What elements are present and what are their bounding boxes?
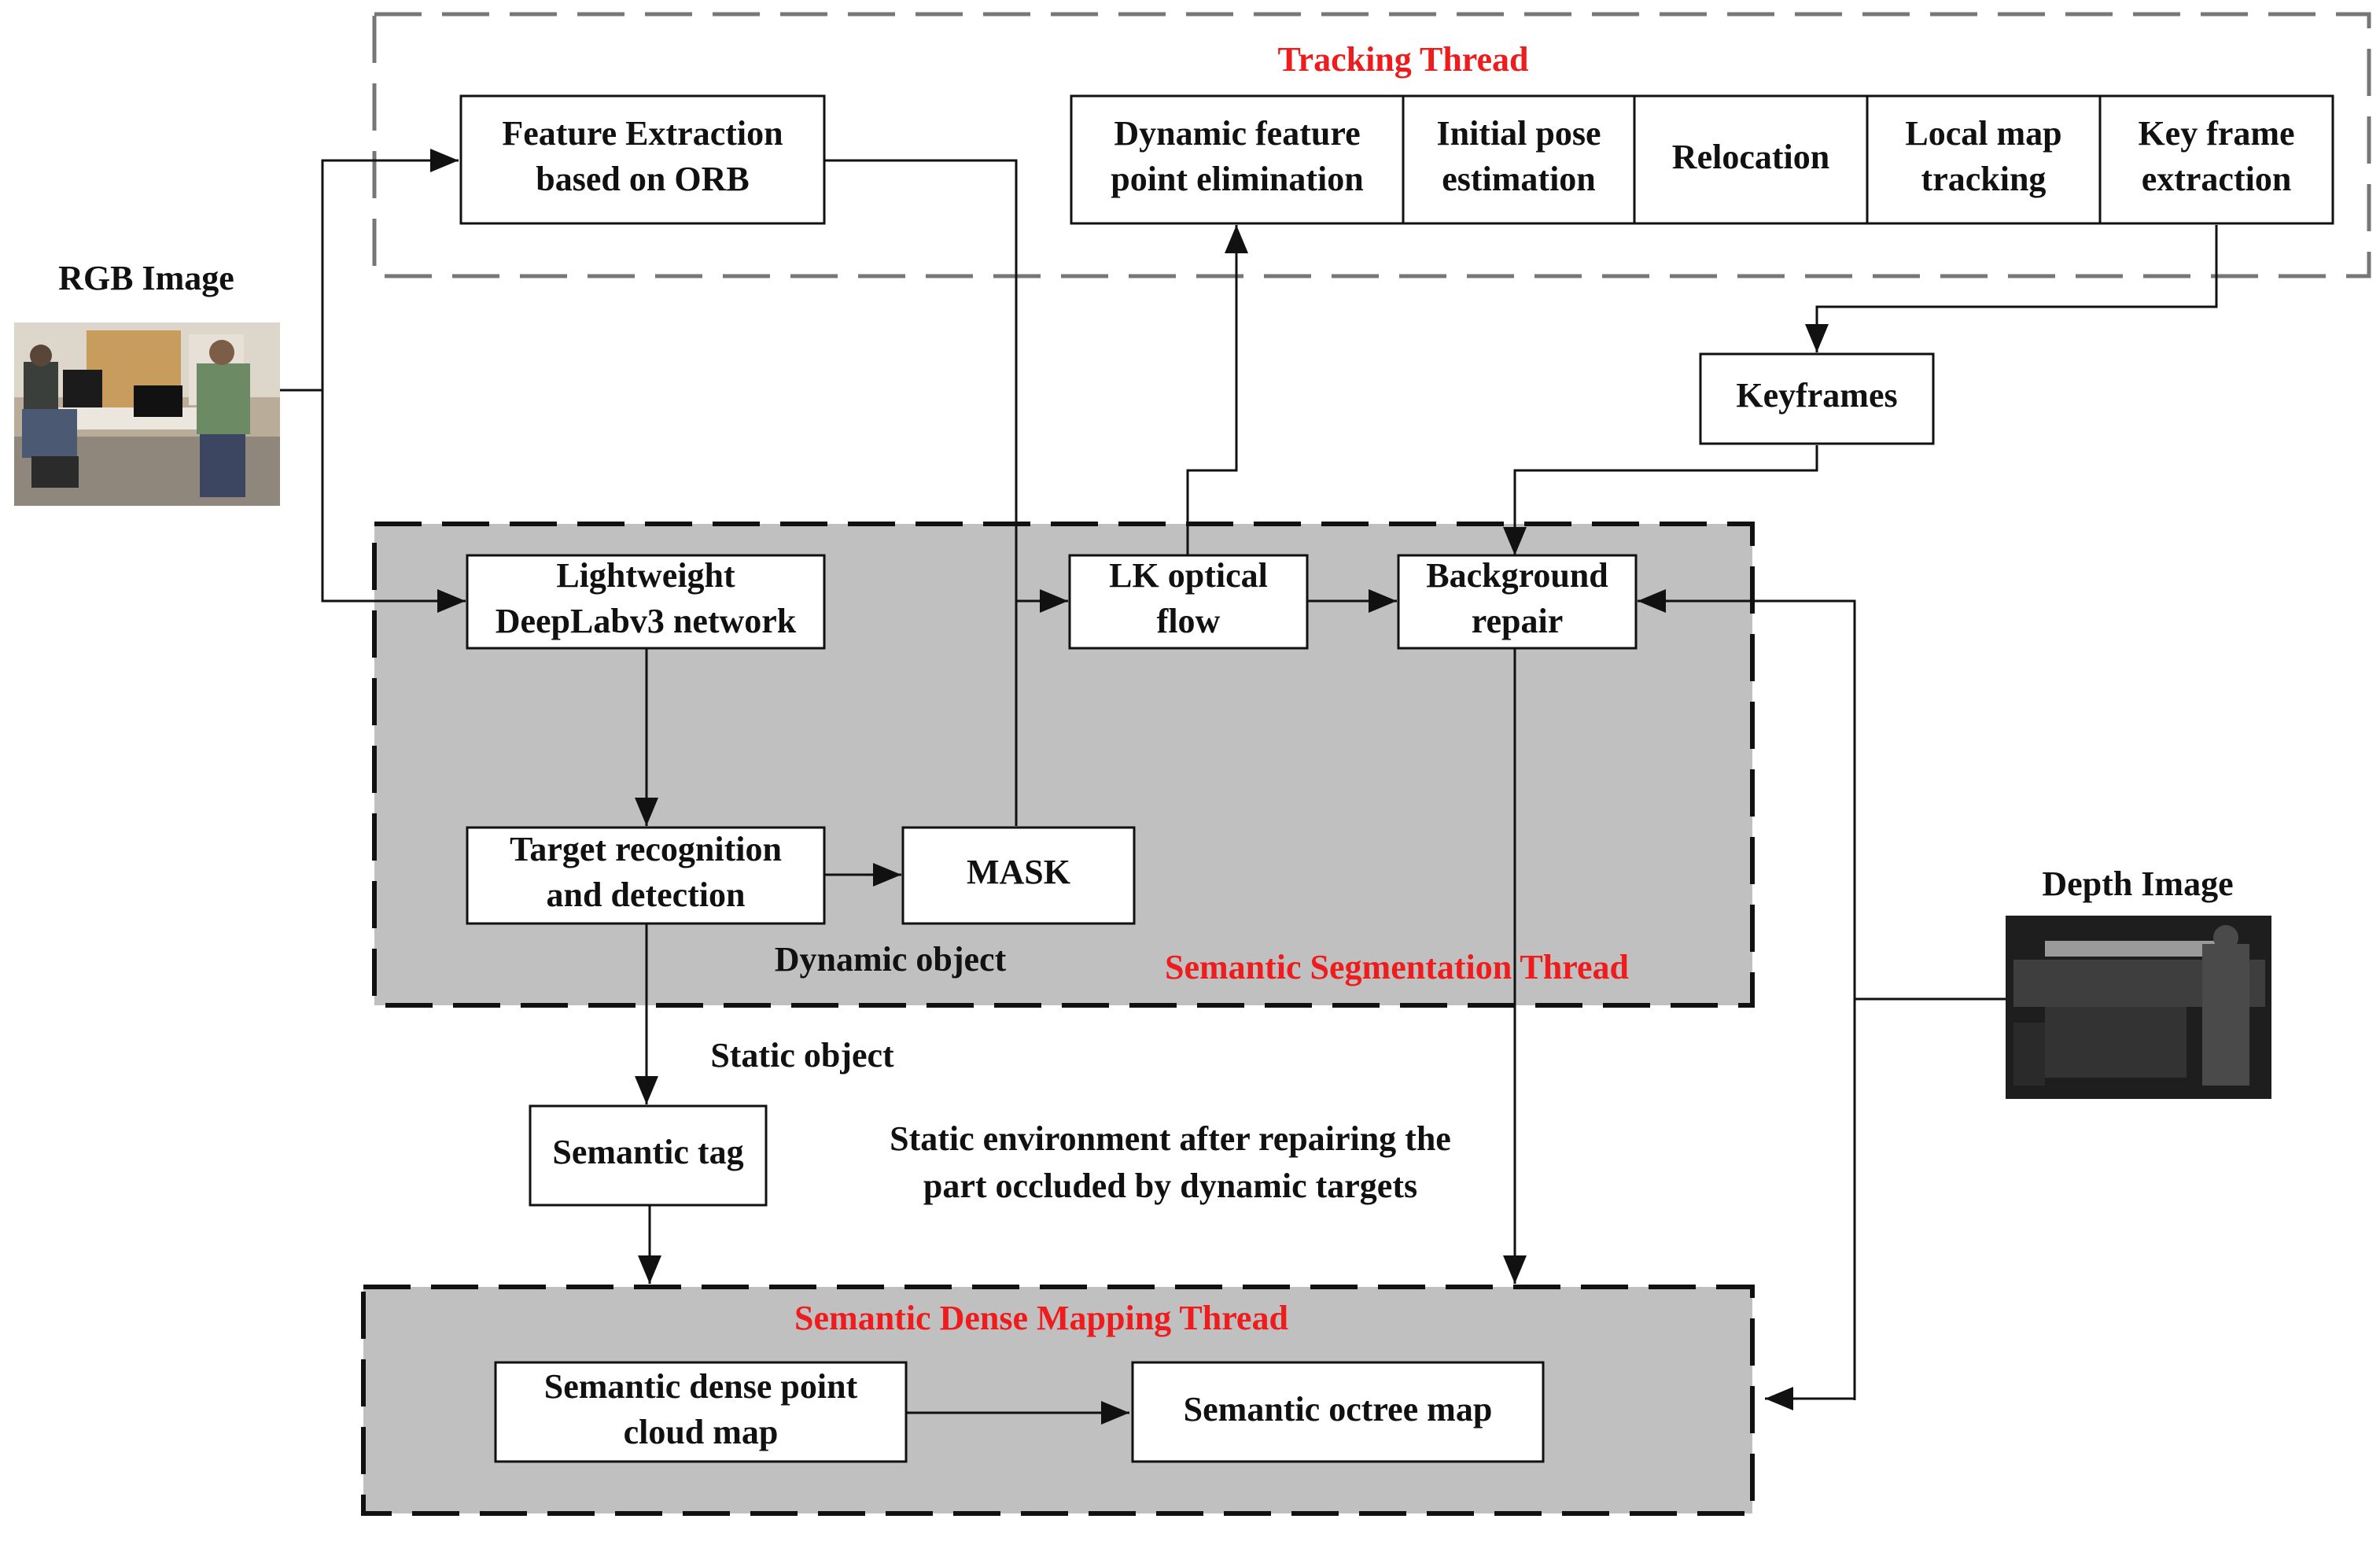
node-dynamic-feature-line1: Dynamic feature [1114,114,1360,153]
label-dynamic-object: Dynamic object [775,940,1007,979]
node-dense-cloud-line1: Semantic dense point [544,1367,858,1406]
node-relocation-line1: Relocation [1672,138,1829,176]
node-deeplab-line1: Lightweight [556,556,735,595]
edge-keyframe-to-keyframes [1805,225,2218,352]
node-lk-flow-line2: flow [1157,602,1221,640]
node-dense-cloud-line2: cloud map [624,1413,779,1451]
node-feature-extraction-line1: Feature Extraction [502,114,783,153]
node-target-recognition-line1: Target recognition [510,830,782,868]
node-keyframes: Keyframes [1699,352,1935,445]
node-key-frame: Key frame extraction [2098,94,2334,225]
node-background-line1: Background [1426,556,1608,595]
node-deeplab-line2: DeepLabv3 network [496,602,797,640]
label-static-env-line1: Static environment after repairing the [890,1119,1451,1158]
node-relocation: Relocation [1633,94,1869,225]
node-initial-pose: Initial pose estimation [1402,94,1636,225]
label-static-object: Static object [710,1036,894,1075]
node-background-line2: repair [1472,602,1564,640]
node-background: Background repair [1397,554,1638,650]
rgb-image-caption: RGB Image [58,259,234,297]
node-local-map-line2: tracking [1921,160,2047,198]
edge-keyframes-to-background [1503,445,1818,555]
edge-rgb-to-deeplab [321,390,466,613]
node-initial-pose-line2: estimation [1442,160,1596,198]
node-key-frame-line1: Key frame [2138,114,2294,153]
node-dynamic-feature-line2: point elimination [1111,160,1364,198]
node-feature-extraction-line2: based on ORB [536,160,749,198]
mapping-thread-title: Semantic Dense Mapping Thread [794,1299,1288,1337]
node-semantic-tag-line1: Semantic tag [552,1133,743,1171]
depth-image-thumbnail [2006,916,2271,1099]
node-lk-flow: LK optical flow [1068,554,1309,650]
node-octree: Semantic octree map [1131,1361,1545,1463]
node-target-recognition-line2: and detection [547,876,746,914]
node-key-frame-line2: extraction [2142,160,2292,198]
node-mask-line1: MASK [967,853,1070,891]
node-mask: MASK [901,826,1136,925]
edge-depth-to-octree [1765,999,1856,1410]
node-feature-extraction: Feature Extraction based on ORB [459,94,826,225]
edge-feature-to-lk [824,159,1018,826]
node-octree-line1: Semantic octree map [1184,1390,1493,1429]
node-keyframes-line1: Keyframes [1736,376,1897,415]
edge-lk-to-dynamic-feature [1186,225,1248,555]
node-initial-pose-line1: Initial pose [1436,114,1601,153]
label-static-env-line2: part occluded by dynamic targets [923,1167,1417,1205]
node-lk-flow-line1: LK optical [1109,556,1268,595]
node-local-map: Local map tracking [1866,94,2102,225]
node-dynamic-feature: Dynamic feature point elimination [1070,94,1405,225]
rgb-image-thumbnail [14,323,280,506]
node-local-map-line1: Local map [1905,114,2061,153]
segmentation-thread-title: Semantic Segmentation Thread [1165,948,1629,986]
node-semantic-tag: Semantic tag [529,1104,768,1207]
tracking-thread-title: Tracking Thread [1277,40,1528,79]
node-dense-cloud: Semantic dense point cloud map [494,1361,908,1463]
node-target-recognition: Target recognition and detection [466,826,826,925]
depth-image-caption: Depth Image [2042,865,2233,903]
node-deeplab: Lightweight DeepLabv3 network [466,554,826,650]
